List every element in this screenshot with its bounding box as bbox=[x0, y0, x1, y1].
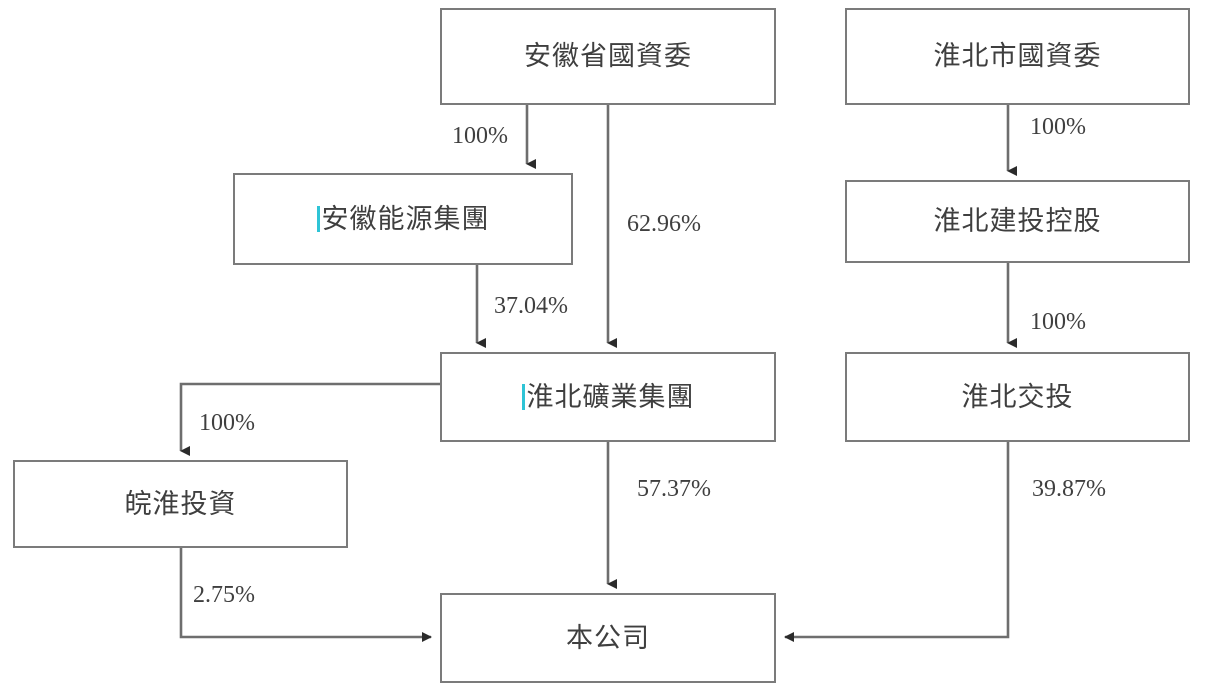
node-huaibei-sasac[interactable]: 淮北市國資委 bbox=[845, 8, 1190, 105]
node-anhui-sasac[interactable]: 安徽省國資委 bbox=[440, 8, 776, 105]
node-text: 淮北建投控股 bbox=[933, 206, 1102, 236]
node-text: 安徽省國資委 bbox=[524, 41, 692, 71]
text-cursor-marker-icon bbox=[316, 206, 320, 232]
node-label: 本公司 bbox=[566, 622, 650, 653]
edge-label-hb-mining-company: 57.37% bbox=[637, 476, 711, 502]
node-text: 淮北礦業集團 bbox=[526, 381, 695, 412]
node-wanhuai-invest[interactable]: 皖淮投資 bbox=[13, 460, 348, 548]
node-hb-jiantou[interactable]: 淮北建投控股 bbox=[845, 180, 1190, 263]
connector-wanhuai-to-company bbox=[179, 548, 432, 642]
connector-hb-mining-to-wanhuai bbox=[179, 382, 440, 456]
text-cursor-marker-icon bbox=[521, 384, 525, 410]
node-text: 淮北市國資委 bbox=[933, 41, 1102, 71]
node-label: 淮北礦業集團 bbox=[521, 381, 695, 412]
node-text: 淮北交投 bbox=[961, 381, 1074, 412]
edge-label-hb-mining-wanhuai: 100% bbox=[199, 410, 255, 436]
node-label: 淮北市國資委 bbox=[934, 43, 1102, 70]
edge-label-hb-jiantou-hb-jiaotou: 100% bbox=[1030, 309, 1086, 335]
node-text: 安徽能源集團 bbox=[321, 203, 490, 234]
node-anhui-energy[interactable]: 安徽能源集團 bbox=[233, 173, 573, 265]
node-hb-mining[interactable]: 淮北礦業集團 bbox=[440, 352, 776, 442]
node-hb-jiaotou[interactable]: 淮北交投 bbox=[845, 352, 1190, 442]
edge-label-anhui-sasac-hb-mining: 62.96% bbox=[627, 211, 701, 237]
node-label: 淮北建投控股 bbox=[934, 208, 1102, 235]
edge-label-hb-jiaotou-company: 39.87% bbox=[1032, 476, 1106, 502]
node-text: 本公司 bbox=[566, 622, 650, 653]
edge-label-huaibei-sasac-hb-jiantou: 100% bbox=[1030, 114, 1086, 140]
edge-label-anhui-sasac-anhui-energy: 100% bbox=[452, 123, 508, 149]
node-label: 安徽能源集團 bbox=[316, 203, 490, 234]
node-the-company[interactable]: 本公司 bbox=[440, 593, 776, 683]
node-text: 皖淮投資 bbox=[124, 488, 237, 519]
edge-label-anhui-energy-hb-mining: 37.04% bbox=[494, 293, 568, 319]
node-label: 淮北交投 bbox=[961, 381, 1074, 412]
connector-hb-jiaotou-to-company bbox=[784, 442, 1010, 642]
node-label: 安徽省國資委 bbox=[524, 43, 692, 70]
edge-label-wanhuai-company: 2.75% bbox=[193, 582, 255, 608]
node-label: 皖淮投資 bbox=[124, 488, 237, 519]
